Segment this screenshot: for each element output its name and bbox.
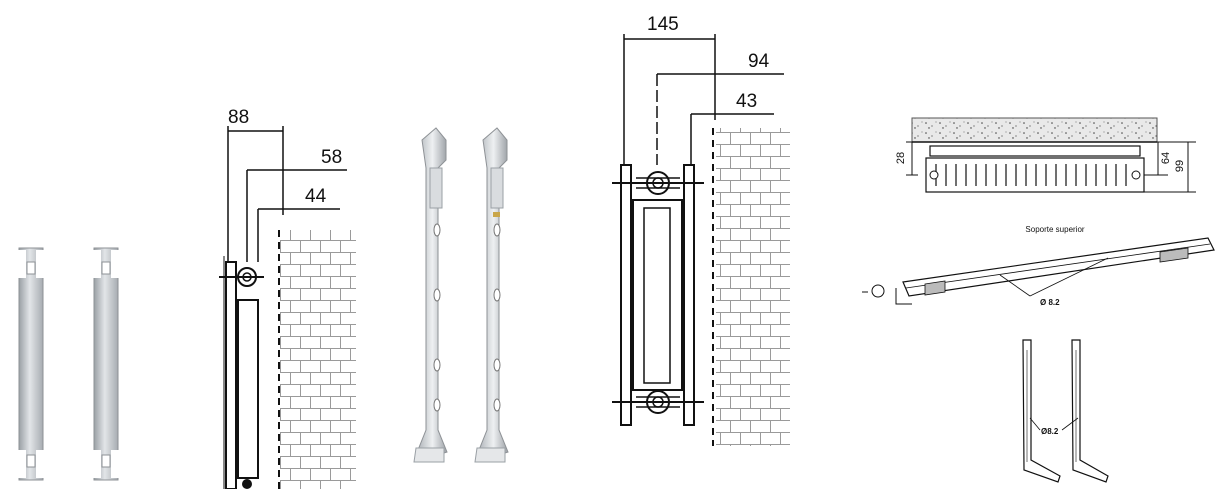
dim-145-label: 145: [647, 14, 679, 35]
dim-43-label: 43: [736, 91, 757, 112]
dim-64-label: 64: [1160, 152, 1172, 164]
dim-94-label: 94: [748, 51, 770, 72]
dim-28-label: 28: [895, 152, 907, 164]
bottom-bracket-drawing: [1022, 339, 1109, 483]
dim-58-label: 58: [321, 147, 342, 168]
hole-diameter-top-label: Ø 8.2: [1040, 298, 1060, 307]
l-bracket-right: [474, 127, 509, 463]
dim-99-label: 99: [1174, 160, 1186, 172]
ceiling-section-detail: [906, 117, 1196, 193]
l-bracket-left: [413, 127, 448, 463]
wall-diagram-1: [219, 126, 356, 489]
hole-diameter-bottom-label: Ø8.2: [1041, 427, 1059, 436]
dim-88-label: 88: [228, 107, 249, 128]
dim-44-label: 44: [305, 186, 327, 207]
wall-diagram-2: [612, 34, 790, 446]
flat-bracket-right: [89, 247, 123, 481]
top-support-rail: [862, 237, 1215, 305]
top-support-label: Soporte superior: [1025, 225, 1084, 234]
flat-bracket-left: [14, 247, 48, 481]
